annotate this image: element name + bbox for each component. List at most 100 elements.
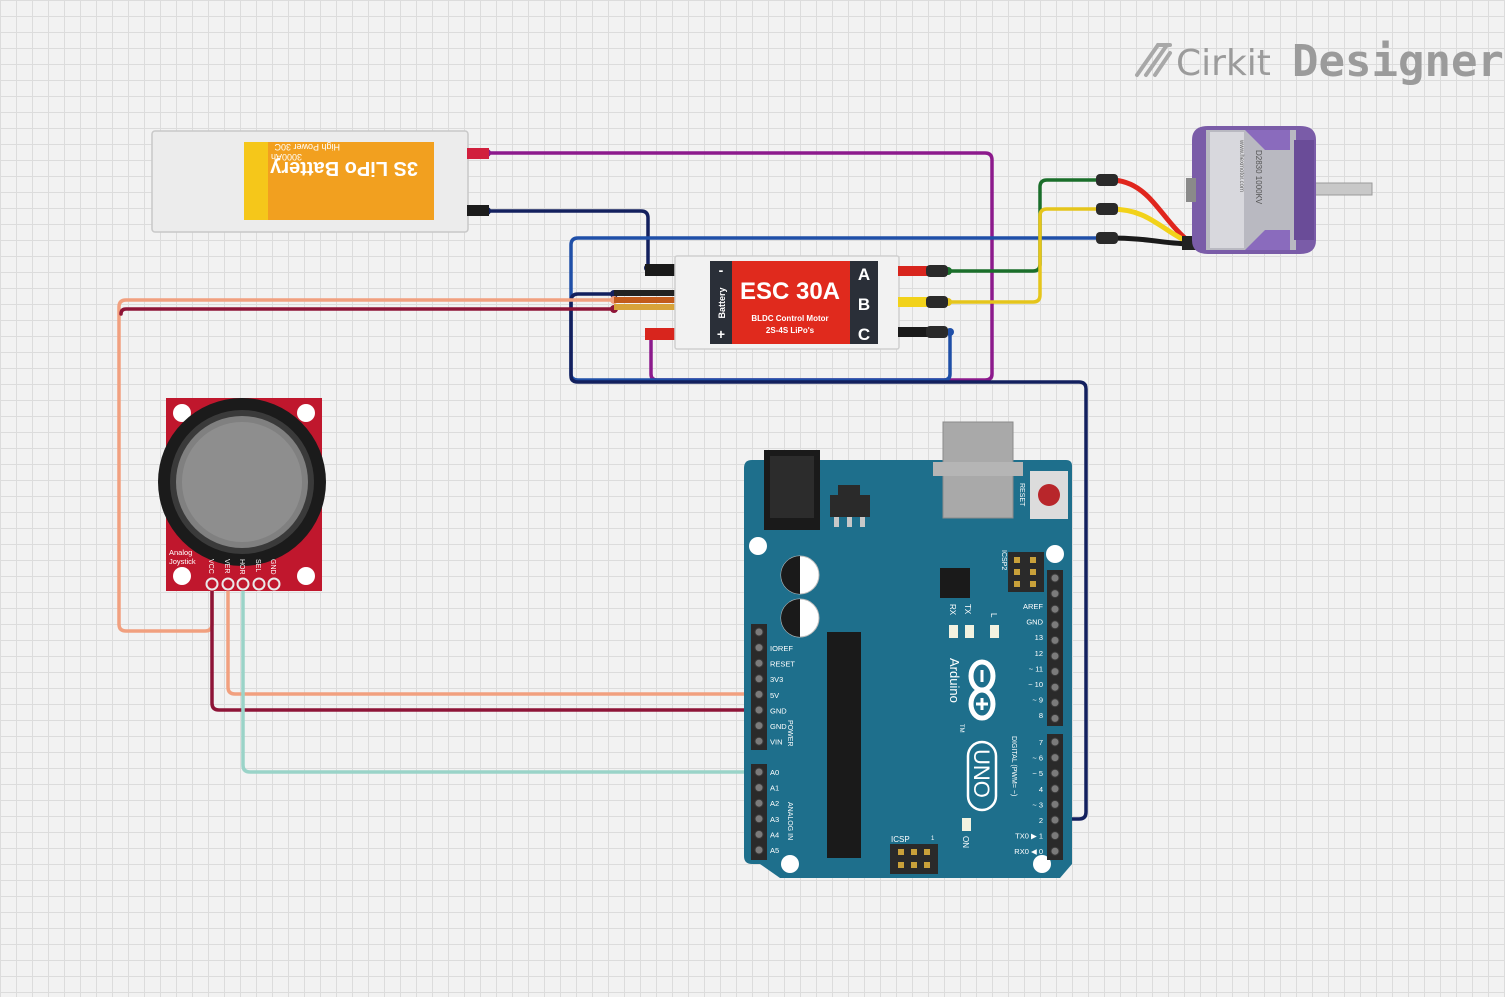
icsp2-header[interactable] <box>1008 552 1044 592</box>
pin-label: A4 <box>770 830 779 839</box>
on-led-label: ON <box>961 836 970 848</box>
joystick-pin-vcc: VCC <box>207 559 214 574</box>
battery-negative-lead[interactable] <box>467 205 489 216</box>
esc-positive-lead[interactable] <box>645 328 677 340</box>
header-pin[interactable] <box>754 783 764 793</box>
esc-connector-b[interactable] <box>926 296 948 308</box>
header-pin[interactable] <box>754 829 764 839</box>
header-pin[interactable] <box>1050 753 1060 763</box>
power-section-label: POWER <box>786 720 793 746</box>
header-pin[interactable] <box>754 658 764 668</box>
header-pin[interactable] <box>1050 573 1060 583</box>
header-pin[interactable] <box>1050 604 1060 614</box>
power-header[interactable] <box>751 624 767 750</box>
analog-section-label: ANALOG IN <box>786 802 793 840</box>
esc-output-c[interactable] <box>898 327 928 337</box>
pin-label: IOREF <box>770 644 793 653</box>
header-pin[interactable] <box>1050 768 1060 778</box>
header-pin[interactable] <box>1050 682 1060 692</box>
mount-hole <box>297 404 315 422</box>
reset-label: RESET <box>1018 483 1025 507</box>
wire-motor-phase-a[interactable] <box>946 178 1104 273</box>
header-pin[interactable] <box>1050 635 1060 645</box>
header-pins[interactable] <box>754 573 1060 856</box>
microcontroller-chip <box>827 632 861 858</box>
header-pin[interactable] <box>1050 831 1060 841</box>
wire-esc-ground[interactable] <box>119 307 616 316</box>
esc-phase-a-label: A <box>858 265 870 284</box>
header-pin[interactable] <box>1050 667 1060 677</box>
motor-connector-b[interactable] <box>1096 203 1118 215</box>
joystick-title-2: Joystick <box>169 557 196 566</box>
header-pin[interactable] <box>754 721 764 731</box>
header-pin[interactable] <box>754 767 764 777</box>
icsp-header[interactable] <box>890 844 938 874</box>
mount-hole <box>173 404 191 422</box>
esc-connector-a[interactable] <box>926 265 948 277</box>
header-pin[interactable] <box>1050 799 1060 809</box>
wire-battery-positive[interactable] <box>485 151 994 382</box>
header-pin[interactable] <box>1050 713 1060 723</box>
header-pin[interactable] <box>754 674 764 684</box>
arduino-brand-text: Arduino <box>947 658 962 703</box>
pin-label: GND <box>1026 618 1043 627</box>
uno-text: UNO <box>969 749 994 798</box>
header-pin[interactable] <box>1050 784 1060 794</box>
esc-subtitle-2: 2S-4S LiPo's <box>766 326 815 335</box>
tx-label: TX <box>963 604 972 615</box>
arduino-tm: TM <box>958 724 964 733</box>
battery-title: 3S LiPo Battery <box>269 157 418 179</box>
motor-connector-c[interactable] <box>1096 232 1118 244</box>
analog-joystick-module[interactable]: Analog Joystick VCC VER HOR SEL GND <box>158 398 326 591</box>
joystick-pin-labels: VCC VER HOR SEL GND <box>207 559 276 575</box>
battery-capacity: 3000Ah <box>271 152 302 162</box>
wire-joystick-5v[interactable] <box>226 583 762 696</box>
pin-label: 2 <box>1039 816 1043 825</box>
rx-label: RX <box>948 604 957 616</box>
esc-output-b[interactable] <box>898 297 928 307</box>
icsp-pin-one: 1 <box>931 836 935 842</box>
wire-battery-negative[interactable] <box>485 209 650 270</box>
arduino-uno-board[interactable]: RESET ICSP2 ICSP 1 RX TX L ON <box>744 421 1072 878</box>
joystick-pin-holes[interactable] <box>205 577 281 591</box>
esc-controller[interactable]: - + Battery ESC 30A BLDC Control Motor 2… <box>614 255 948 350</box>
pin-label: AREF <box>1023 602 1043 611</box>
wire-joystick-gnd[interactable] <box>210 583 762 712</box>
esc-signal-lead-yellow <box>614 304 677 310</box>
pin-label: 12 <box>1035 649 1043 658</box>
lipo-battery[interactable]: 3S LiPo Battery High Power 30C 3000Ah <box>151 130 489 233</box>
header-pin[interactable] <box>754 798 764 808</box>
motor-connector-a[interactable] <box>1096 174 1118 186</box>
brushless-motor[interactable]: D2830 1000KV www.hexmotor.com <box>1096 126 1373 254</box>
esc-title: ESC 30A <box>740 278 840 305</box>
esc-output-a[interactable] <box>898 266 928 276</box>
header-pin[interactable] <box>1050 589 1060 599</box>
wire-joystick-a0[interactable] <box>241 583 762 774</box>
header-pin[interactable] <box>754 627 764 637</box>
header-pin[interactable] <box>754 705 764 715</box>
pin-label: GND <box>770 706 787 715</box>
header-pin[interactable] <box>1050 620 1060 630</box>
header-pin[interactable] <box>1050 651 1060 661</box>
header-pin[interactable] <box>754 643 764 653</box>
header-pin[interactable] <box>1050 698 1060 708</box>
header-pin[interactable] <box>1050 815 1060 825</box>
header-pin[interactable] <box>754 689 764 699</box>
pin-label: RX0 ◀ 0 <box>1014 847 1043 856</box>
header-pin[interactable] <box>754 814 764 824</box>
pin-label: TX0 ▶ 1 <box>1015 832 1043 841</box>
header-pin[interactable] <box>754 845 764 855</box>
pin-label: ~ 3 <box>1032 800 1043 809</box>
wire-motor-phase-b[interactable] <box>946 207 1104 304</box>
header-pin[interactable] <box>1050 846 1060 856</box>
header-pin[interactable] <box>754 736 764 746</box>
header-pin[interactable] <box>1050 737 1060 747</box>
esc-connector-c[interactable] <box>926 326 948 338</box>
pin-label: ~ 11 <box>1029 664 1043 673</box>
digital-header-lower[interactable] <box>1047 734 1063 860</box>
icsp-label: ICSP <box>891 835 910 844</box>
esc-negative-lead[interactable] <box>645 264 677 276</box>
pin-label: A3 <box>770 815 779 824</box>
battery-positive-lead[interactable] <box>467 148 489 159</box>
wire-esc-signal[interactable] <box>569 292 1088 821</box>
